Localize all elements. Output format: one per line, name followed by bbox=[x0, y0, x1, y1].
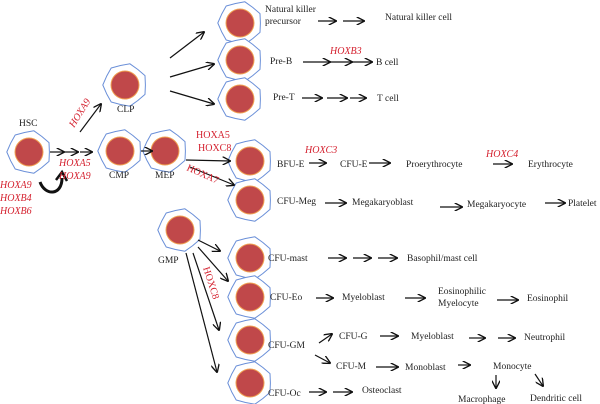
label-nk-precursor-2: precursor bbox=[265, 17, 302, 27]
arrow-cfugm-to-cfum bbox=[314, 354, 330, 363]
hox-hsc-clp: HOXA9 bbox=[67, 97, 94, 131]
cell-clp bbox=[102, 63, 146, 107]
cell-cfueo bbox=[227, 275, 271, 319]
cell-nucleus bbox=[151, 137, 179, 165]
label-cfu-oc: CFU-Oc bbox=[268, 389, 301, 399]
arrow-gmp-to-cfuoc bbox=[185, 252, 217, 372]
arrow-clp-to-pret bbox=[169, 90, 214, 104]
label-monoblast: Monoblast bbox=[405, 363, 446, 373]
label-cfu-e: CFU-E bbox=[340, 160, 368, 170]
cell-cmp bbox=[97, 129, 141, 173]
cell-cfuoc bbox=[227, 361, 271, 404]
label-nk-cell: Natural killer cell bbox=[385, 13, 452, 23]
label-nk-precursor-1: Natural killer bbox=[265, 5, 317, 15]
label-megakaryoblast: Megakaryoblast bbox=[352, 198, 414, 208]
label-gmp: GMP bbox=[158, 256, 179, 266]
cell-nkp bbox=[217, 1, 261, 45]
label-t-cell: T cell bbox=[377, 94, 399, 104]
cell-nucleus bbox=[111, 71, 139, 99]
cell-nucleus bbox=[236, 326, 264, 354]
label-megakaryocyte: Megakaryocyte bbox=[467, 200, 526, 210]
label-cfu-eo: CFU-Eo bbox=[270, 293, 302, 303]
label-cmp: CMP bbox=[109, 171, 129, 181]
label-mep: MEP bbox=[155, 171, 175, 181]
label-cfu-g: CFU-G bbox=[339, 332, 368, 342]
cell-mep bbox=[142, 129, 186, 173]
cell-nucleus bbox=[15, 138, 43, 166]
label-basophil: Basophil/mast cell bbox=[407, 254, 478, 264]
label-myeloblast-g: Myeloblast bbox=[411, 332, 454, 342]
label-b-cell: B cell bbox=[376, 58, 399, 68]
arrows-layer bbox=[50, 21, 565, 392]
label-dendritic: Dendritic cell bbox=[530, 394, 582, 404]
cell-hsc bbox=[6, 130, 50, 174]
label-cfu-mast: CFU-mast bbox=[268, 254, 308, 264]
cell-nucleus bbox=[236, 369, 264, 397]
label-pre-b: Pre-B bbox=[270, 57, 292, 67]
hox-proery-ery: HOXC4 bbox=[485, 149, 518, 160]
arrow-clp-to-nkp bbox=[169, 32, 204, 59]
cell-nucleus bbox=[226, 46, 254, 74]
arrow-mep-to-bfue bbox=[185, 160, 230, 161]
arrow-gmp-to-cfumast bbox=[197, 239, 220, 251]
hox-hsc-self-2: HOXB4 bbox=[0, 193, 32, 204]
arrow-cfugm-to-cfug bbox=[318, 334, 332, 344]
label-eos-myelocyte-2: Myelocyte bbox=[438, 299, 479, 309]
hox-hsc-cmp-1: HOXA5 bbox=[58, 158, 91, 169]
label-neutrophil: Neutrophil bbox=[524, 333, 566, 343]
self-renewal-arrowhead bbox=[55, 169, 69, 182]
label-proerythrocyte: Proerythrocyte bbox=[406, 160, 462, 170]
label-platelet: Platelet bbox=[568, 199, 597, 209]
cell-nucleus bbox=[236, 244, 264, 272]
label-clp: CLP bbox=[117, 105, 134, 115]
hox-hsc-self-1: HOXA9 bbox=[0, 180, 32, 191]
cell-pret bbox=[217, 77, 261, 121]
arrow-monocyte-to-dendritic bbox=[534, 373, 543, 386]
arrow-clp-to-preb bbox=[169, 64, 214, 78]
label-erythrocyte: Erythrocyte bbox=[528, 160, 573, 170]
label-cfu-meg: CFU-Meg bbox=[277, 197, 316, 207]
label-eos-myelocyte-1: Eosinophilic bbox=[438, 287, 486, 297]
label-hsc: HSC bbox=[19, 119, 37, 129]
arrow-hsc-to-clp bbox=[79, 104, 101, 133]
hox-hsc-self-3: HOXB6 bbox=[0, 206, 32, 217]
hox-mep-bfue-2: HOXC8 bbox=[198, 143, 231, 154]
label-cfu-m: CFU-M bbox=[336, 362, 367, 372]
cell-nucleus bbox=[236, 147, 264, 175]
label-bfu-e: BFU-E bbox=[277, 160, 305, 170]
cell-cfumeg bbox=[227, 178, 271, 222]
label-eosinophil: Eosinophil bbox=[527, 294, 569, 304]
cell-cfumast bbox=[227, 236, 271, 280]
hox-bfue-cfue: HOXC3 bbox=[304, 145, 337, 156]
hox-preb-bcell: HOXB3 bbox=[329, 46, 362, 57]
cells-layer bbox=[6, 1, 271, 404]
cell-nucleus bbox=[166, 216, 194, 244]
label-cfu-gm: CFU-GM bbox=[268, 341, 306, 351]
arrow-mep-to-cfumeg bbox=[189, 166, 234, 185]
cell-nucleus bbox=[106, 137, 134, 165]
label-myeloblast-eo: Myeloblast bbox=[342, 293, 385, 303]
cell-bfue bbox=[227, 139, 271, 183]
cell-nucleus bbox=[226, 9, 254, 37]
arrow-gmp-to-cfueo bbox=[197, 246, 228, 281]
cell-nucleus bbox=[236, 283, 264, 311]
cell-cfugm bbox=[227, 318, 271, 362]
label-macrophage: Macrophage bbox=[458, 395, 505, 404]
hox-mep-cfumeg: HOXA7 bbox=[185, 163, 220, 187]
arrow-gmp-to-cfugm bbox=[192, 252, 219, 330]
label-monocyte: Monocyte bbox=[493, 362, 532, 372]
label-osteoclast: Osteoclast bbox=[362, 386, 402, 396]
cell-gmp bbox=[157, 208, 201, 252]
hox-hsc-cmp-2: HOXA9 bbox=[58, 171, 91, 182]
cell-nucleus bbox=[236, 186, 264, 214]
cell-preb bbox=[217, 38, 261, 82]
label-pre-t: Pre-T bbox=[273, 93, 295, 103]
self-renewal-arrow bbox=[38, 177, 64, 194]
hox-mep-bfue-1: HOXA5 bbox=[196, 130, 230, 141]
cell-nucleus bbox=[226, 85, 254, 113]
